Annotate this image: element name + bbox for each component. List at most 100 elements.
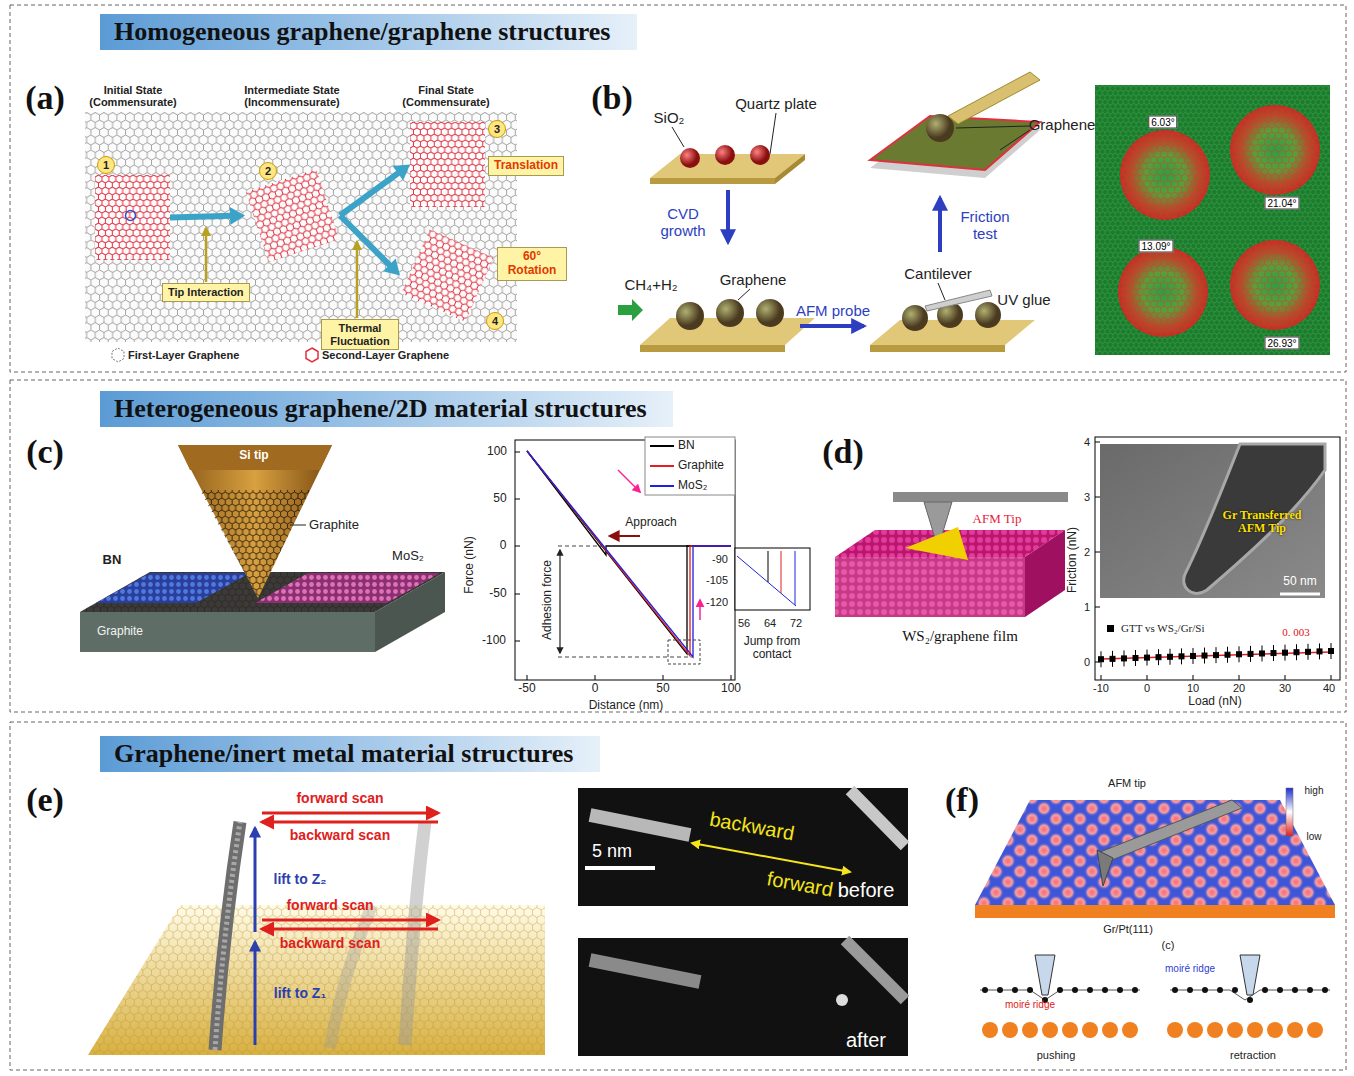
label: 6.03° (1148, 116, 1177, 129)
label: (c) (26, 433, 64, 470)
lattice-flake-shape (245, 168, 340, 263)
callout-box: Thermal Fluctuation (321, 319, 399, 350)
data-point (1133, 656, 1138, 661)
label: WS₂/graphene film (902, 628, 1018, 645)
data-point (1329, 649, 1334, 654)
section-band: Homogeneous graphene/graphene structures (100, 14, 637, 50)
label: 64 (764, 617, 776, 629)
label: SiO₂ (654, 110, 685, 127)
label: Intermediate State (Incommensurate) (232, 84, 352, 108)
label: Cantilever (904, 266, 972, 283)
arrow-shaft (340, 172, 399, 215)
label: forward scan (286, 898, 373, 913)
label: CVD growth (653, 206, 713, 239)
label: high (1305, 785, 1324, 796)
label: before (838, 879, 895, 901)
flake-ground (401, 229, 493, 321)
callout-number: 3 (488, 120, 506, 138)
label: -10 (1093, 682, 1109, 694)
legend-swatch (650, 465, 674, 467)
data-point (1237, 652, 1242, 657)
legend-text: MoS₂ (678, 479, 707, 492)
label: Gr Transferred AFM Tip (1217, 509, 1307, 535)
label: 56 (738, 617, 750, 629)
label: Friction test (950, 209, 1020, 242)
label: (c) (1162, 939, 1175, 951)
label: AFM tip (1108, 777, 1146, 789)
data-point (1214, 653, 1219, 658)
data-point (1191, 653, 1196, 658)
label: Initial State (Commensurate) (83, 84, 183, 108)
flake-ground (410, 122, 485, 207)
label: Graphene (720, 272, 787, 289)
label: 50 nm (1283, 575, 1316, 588)
label: CH₄+H₂ (624, 277, 677, 294)
label: -105 (706, 574, 728, 586)
arrow-head (383, 259, 400, 276)
data-point (1099, 657, 1104, 662)
flake-lattice (246, 169, 339, 262)
callout-box: Tip Interaction (162, 283, 250, 302)
flake-group (95, 175, 170, 260)
callout-text: Translation (494, 158, 558, 172)
label: 0 (1084, 656, 1090, 668)
label: AFM Tip (973, 512, 1022, 526)
label: moiré ridge (1005, 999, 1055, 1010)
lattice-flake-shape (400, 228, 495, 323)
flake-ground (246, 169, 339, 262)
label: 26.93° (1264, 337, 1299, 350)
label: 21.04° (1264, 197, 1299, 210)
callout-text: Thermal Fluctuation (330, 322, 389, 347)
data-point (1122, 656, 1127, 661)
label: 10 (1187, 682, 1199, 694)
label: lift to Z₁ (274, 986, 326, 1001)
flake-group (410, 122, 485, 207)
label: Force (nN) (463, 536, 476, 593)
label: 0. 003 (1282, 626, 1310, 638)
label: (a) (25, 79, 65, 116)
label: 100 (721, 682, 741, 695)
label: -90 (712, 553, 728, 565)
label: after (846, 1029, 886, 1051)
arrow-connector (340, 216, 400, 276)
label: 0 (1144, 682, 1150, 694)
data-point (1168, 654, 1173, 659)
flake-lattice (410, 122, 485, 207)
label: 0 (500, 539, 507, 552)
callout-number: 1 (97, 156, 115, 174)
label: (e) (26, 781, 64, 818)
section-band: Heterogeneous graphene/2D material struc… (100, 391, 673, 427)
label: lift to Z₂ (274, 872, 327, 887)
section-band: Graphene/inert metal material structures (100, 736, 600, 772)
data-point (1271, 651, 1276, 656)
legend-text: GTT vs WS₂/Gr/Si (1121, 622, 1205, 634)
data-point (1306, 649, 1311, 654)
label: Final State (Commensurate) (396, 84, 496, 108)
lattice-flake-shape (95, 175, 170, 260)
band-title: Graphene/inert metal material structures (114, 739, 573, 768)
lattice-flake-shape (410, 122, 485, 207)
label: Distance (nm) (589, 699, 664, 712)
callout-box: 60° Rotation (497, 247, 567, 281)
label: AFM probe (796, 303, 870, 320)
arrow-shaft (340, 216, 391, 267)
label: UV glue (997, 292, 1050, 309)
legend-text: Second-Layer Graphene (322, 349, 449, 361)
label: 20 (1233, 682, 1245, 694)
data-point (1110, 656, 1115, 661)
arrow-connector (340, 165, 410, 216)
label: 100 (487, 445, 507, 458)
label: MoS₂ (392, 549, 424, 563)
arrow-head (393, 165, 410, 181)
callout-number: 2 (259, 162, 277, 180)
arrow-head (230, 207, 245, 225)
label: 1 (1084, 601, 1090, 613)
arrow-shaft (170, 216, 232, 218)
flake-lattice (401, 229, 493, 321)
label: -100 (482, 634, 506, 647)
label: 30 (1279, 682, 1291, 694)
lattice-flake: 1 (95, 175, 170, 260)
label: -50 (489, 587, 506, 600)
label: Load (nN) (1188, 695, 1241, 708)
